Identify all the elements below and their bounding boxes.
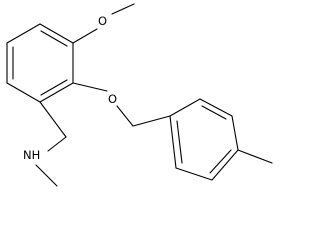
molecule-canvas: O O NH — [6, 3, 273, 187]
bond-ch2-to-nh — [47, 136, 67, 152]
bond-a6 — [6, 23, 41, 44]
bond-b5 — [175, 167, 213, 181]
atom-label-oxygen-ether: O — [108, 92, 117, 106]
ring-a — [6, 23, 74, 103]
bond-b6-double — [176, 120, 183, 164]
ether-linkage: O — [72, 82, 171, 127]
bond-ring-to-ether-o — [72, 82, 108, 92]
bond-a1-double — [40, 30, 68, 47]
bond-b4 — [211, 149, 239, 181]
bond-b2 — [199, 98, 233, 117]
bond-a3-double — [40, 79, 68, 96]
bond-ch2-to-ring-b — [132, 115, 171, 127]
bond-methoxy-o-to-methyl — [111, 3, 135, 15]
bond-ring-to-ch2-amine — [39, 101, 67, 138]
aminomethyl-group: NH — [23, 101, 67, 187]
bond-a1 — [39, 23, 74, 44]
bond-a4 — [6, 82, 41, 103]
structure-drawing: O O NH — [6, 3, 273, 187]
bond-b1 — [169, 98, 201, 117]
bond-b2-double — [201, 105, 227, 120]
atom-label-amine: NH — [23, 148, 40, 162]
bond-nh-to-methyl — [35, 164, 58, 187]
bond-b6 — [169, 115, 177, 169]
bond-b3 — [231, 115, 239, 151]
bond-ether-o-to-ch2 — [116, 105, 134, 127]
bond-ring-to-methoxy-o — [72, 28, 98, 44]
bond-a3 — [39, 82, 74, 103]
methoxy-group: O — [72, 3, 135, 44]
atom-label-oxygen-methoxy: O — [98, 14, 107, 28]
ring-b — [169, 98, 239, 181]
bond-b4-double — [209, 149, 232, 174]
bond-ring-b-to-methyl — [237, 149, 273, 164]
